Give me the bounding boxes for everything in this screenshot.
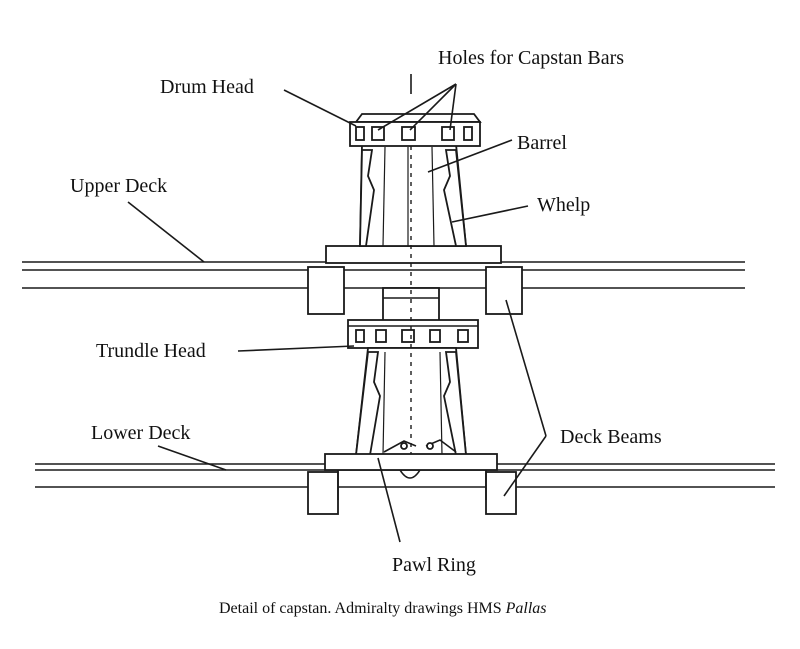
caption-ship-name: Pallas — [505, 600, 547, 617]
label-trundle-head: Trundle Head — [96, 340, 206, 362]
upper-partner — [325, 245, 502, 264]
label-deck-beams: Deck Beams — [560, 426, 662, 448]
trundle-head — [347, 319, 479, 349]
leader-lines — [127, 83, 547, 543]
upper-deck-beams — [307, 266, 523, 315]
caption-text: Detail of capstan. Admiralty drawings HM… — [219, 600, 506, 617]
label-drum-head: Drum Head — [160, 76, 254, 98]
upper-deck — [22, 261, 745, 289]
figure-caption: Detail of capstan. Admiralty drawings HM… — [219, 600, 547, 617]
upper-barrel — [359, 143, 467, 247]
label-holes-for-capstan-bars: Holes for Capstan Bars — [438, 47, 624, 69]
pawl-ring — [324, 453, 498, 500]
drum-head — [349, 113, 482, 147]
label-upper-deck: Upper Deck — [70, 175, 167, 197]
label-barrel: Barrel — [517, 132, 567, 154]
label-whelp: Whelp — [537, 194, 590, 216]
lower-deck-beams — [307, 471, 517, 515]
label-pawl-ring: Pawl Ring — [392, 554, 476, 576]
label-lower-deck: Lower Deck — [91, 422, 190, 444]
pawls — [383, 439, 457, 453]
